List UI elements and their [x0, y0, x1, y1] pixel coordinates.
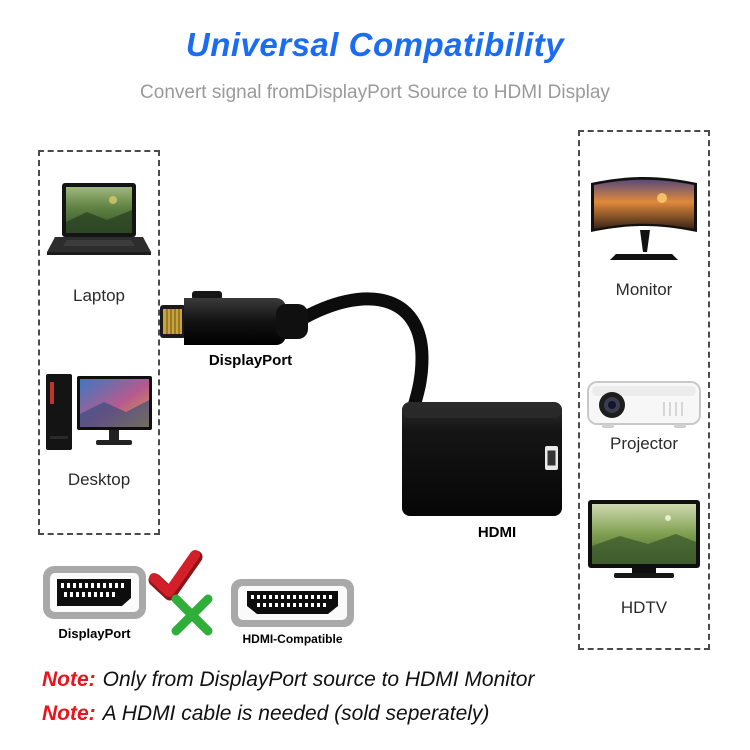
display-devices-panel: Monitor Projector: [578, 130, 710, 650]
checkmark-icon: [146, 550, 204, 607]
page-subtitle: Convert signal fromDisplayPort Source to…: [140, 82, 610, 103]
projector-icon: [586, 372, 702, 439]
note-2-text: A HDMI cable is needed (sold seperately): [102, 702, 490, 725]
hdmi-port-label: HDMI-Compatible: [242, 632, 343, 646]
hdmi-port-icon: [230, 578, 355, 633]
note-1-prefix: Note:: [42, 668, 96, 691]
cross-icon: [168, 592, 216, 643]
laptop-icon: [47, 182, 151, 275]
note-1-text: Only from DisplayPort source to HDMI Mon…: [102, 668, 535, 691]
page-title: Universal Compatibility: [185, 26, 565, 63]
note-line-1: Note: Only from DisplayPort source to HDM…: [42, 668, 722, 692]
hdmi-output-label: HDMI: [477, 524, 517, 541]
monitor-label: Monitor: [615, 280, 673, 299]
hdtv-icon: [586, 498, 702, 601]
desktop-label: Desktop: [67, 470, 131, 489]
adapter-illustration: [150, 278, 580, 548]
hdtv-label: HDTV: [620, 598, 668, 617]
note-line-2: Note: A HDMI cable is needed (sold sepera…: [42, 702, 722, 726]
projector-label: Projector: [609, 434, 679, 453]
source-devices-panel: Laptop Desktop: [38, 150, 160, 535]
displayport-port-label: DisplayPort: [58, 626, 131, 641]
laptop-label: Laptop: [73, 286, 125, 305]
monitor-icon: [588, 172, 700, 277]
displayport-port-icon: [42, 565, 147, 625]
note-2-prefix: Note:: [42, 702, 96, 725]
desktop-icon: [46, 370, 152, 467]
displayport-connector-label: DisplayPort: [208, 352, 293, 369]
